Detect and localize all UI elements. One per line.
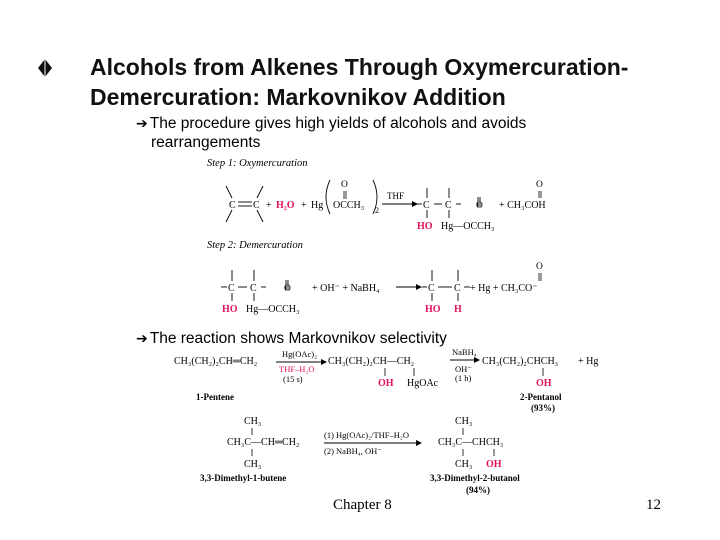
scheme-mark [372, 179, 378, 215]
arrow-bullet-icon: ➔ [136, 331, 148, 347]
condition-step1: (1) Hg(OAc)₂/THF–H₂O [324, 430, 409, 440]
reagent-hgoac: Hg(OAc)₂ [282, 349, 317, 359]
scheme-mark [221, 270, 289, 301]
step1-label: Step 1: Oxymercuration [207, 158, 308, 169]
hydroxyl-label: HO [417, 221, 433, 232]
pentanol-oh: OH [536, 378, 552, 389]
hydroxyl-label: HO [222, 304, 238, 315]
carbon-label: C [253, 200, 260, 211]
bullet-procedure-line1: The procedure gives high yields of alcoh… [149, 115, 527, 132]
butene-ch3-bottom: CH₃ [244, 459, 261, 470]
carbon-label: C [428, 283, 435, 294]
pentene-formula: CH₃(CH₂)₂CH═CH₂ [174, 356, 257, 367]
mercury-byproduct: + Hg [578, 356, 598, 367]
alkene-structure [225, 185, 264, 223]
plus-sign: + [301, 200, 307, 211]
scheme-mark [325, 179, 331, 215]
scheme-mark: (1) Hg(OAc)₂/THF–H₂O [324, 430, 409, 440]
butene-formula: CH₃C—CH═CH₂ [227, 437, 299, 448]
carbon-label: C [445, 200, 452, 211]
diamond-bullet-icon [38, 59, 52, 77]
yield-pentanol: (93%) [531, 403, 555, 413]
scheme-mark [474, 357, 480, 363]
carbon-label: C [454, 283, 461, 294]
scheme-mark [416, 284, 422, 290]
slide-title-line2: Demercuration: Markovnikov Addition [90, 84, 506, 110]
pentene-reaction: CH₃(CH₂)₂CH═CH₂ Hg(OAc)₂ THF–H₂O (15 s) … [174, 347, 598, 413]
carbon-label: C [423, 200, 430, 211]
hydrogen-label: H [454, 304, 462, 315]
yield-butanol: (94%) [466, 485, 490, 495]
name-pentanol: 2-Pentanol [520, 392, 562, 402]
carbon-label: C [228, 283, 235, 294]
bullet-selectivity-text: The reaction shows Markovnikov selectivi… [149, 330, 447, 347]
acetic-acid: + CH₃COH [499, 200, 546, 211]
scheme-mark [422, 270, 470, 301]
pentanol-formula: CH₃(CH₂)₂CHCH₃ [482, 356, 558, 367]
name-pentene: 1-Pentene [196, 392, 234, 402]
scheme-mark [256, 185, 264, 199]
butene-reaction: CH₃ CH₃C—CH═CH₂ CH₃ (1) Hg(OAc)₂/THF–H₂O… [200, 416, 520, 495]
oxygen-label: O [536, 262, 543, 272]
product-ch3-top: CH₃ [455, 416, 472, 427]
step2-label: Step 2: Demercuration [207, 240, 303, 251]
oxygen-label: O [284, 284, 291, 294]
oxygen-label: O [476, 201, 483, 211]
scheme-mark [412, 201, 418, 207]
reagent-nabh4: NaBH₄ [452, 347, 477, 357]
plus-sign: + [266, 200, 272, 211]
mercury-acetate-group: Hg—OCCH₃ [246, 304, 300, 315]
subscript-two: 2 [375, 206, 379, 215]
thf-solvent: THF [387, 191, 404, 201]
name-butanol: 3,3-Dimethyl-2-butanol [430, 473, 520, 483]
step2-demercuration: Step 2: Demercuration C C O HO Hg—OCCH₃ … [207, 240, 543, 315]
carbon-label: C [229, 200, 236, 211]
mercury-acetate-products: + Hg + CH₃CO⁻ [470, 283, 538, 294]
arrow-bullet-icon: ➔ [136, 116, 148, 132]
scheme-mark [225, 209, 233, 223]
scheme-mark [321, 359, 327, 365]
water-reagent: H₂O [276, 200, 295, 211]
mercury-acetate-group: Hg—OCCH₃ [441, 221, 495, 232]
butanol-formula: CH₃C—CHCH₃ [438, 437, 503, 448]
hydroxyl-label: HO [425, 304, 441, 315]
scheme-mark [256, 209, 264, 223]
intermediate-formula: CH₃(CH₂)₂CH—CH₂ [328, 356, 414, 367]
carbon-label: C [250, 283, 257, 294]
oxygen-label: O [341, 180, 348, 190]
condition-step2: (2) NaBH₄, OH⁻ [324, 446, 382, 456]
scheme-mark [416, 440, 422, 446]
reagent-hydroxide: OH⁻ [455, 364, 472, 374]
reagent-thf-water: THF–H₂O [279, 364, 315, 374]
butanol-oh: OH [486, 459, 502, 470]
bullet-procedure: ➔The procedure gives high yields of alco… [136, 115, 526, 133]
intermediate-hgoac: HgOAc [407, 378, 439, 389]
intermediate-oh: OH [378, 378, 394, 389]
oxygen-label: O [536, 180, 543, 190]
step1-oxymercuration: Step 1: Oxymercuration C C + H₂O + Hg O … [207, 158, 546, 232]
hydroxide-borohydride: + OH⁻ + NaBH₄ [312, 283, 380, 294]
name-butene: 3,3-Dimethyl-1-butene [200, 473, 286, 483]
product-ch3-bottom: CH₃ [455, 459, 472, 470]
bullet-procedure-line2: rearrangements [151, 134, 261, 151]
mercury-label: Hg [311, 200, 323, 211]
footer-chapter: Chapter 8 [333, 497, 392, 513]
page-number: 12 [646, 497, 661, 513]
butene-ch3-top: CH₃ [244, 416, 261, 427]
bullet-selectivity: ➔The reaction shows Markovnikov selectiv… [136, 330, 447, 348]
slide-title-line1: Alcohols from Alkenes Through Oxymercura… [90, 54, 629, 80]
acetate-label: OCCH₃ [333, 200, 364, 211]
reagent-time: (15 s) [283, 374, 303, 384]
scheme-mark [225, 185, 233, 199]
reagent-time: (1 h) [455, 373, 471, 383]
scheme-mark [417, 188, 481, 218]
